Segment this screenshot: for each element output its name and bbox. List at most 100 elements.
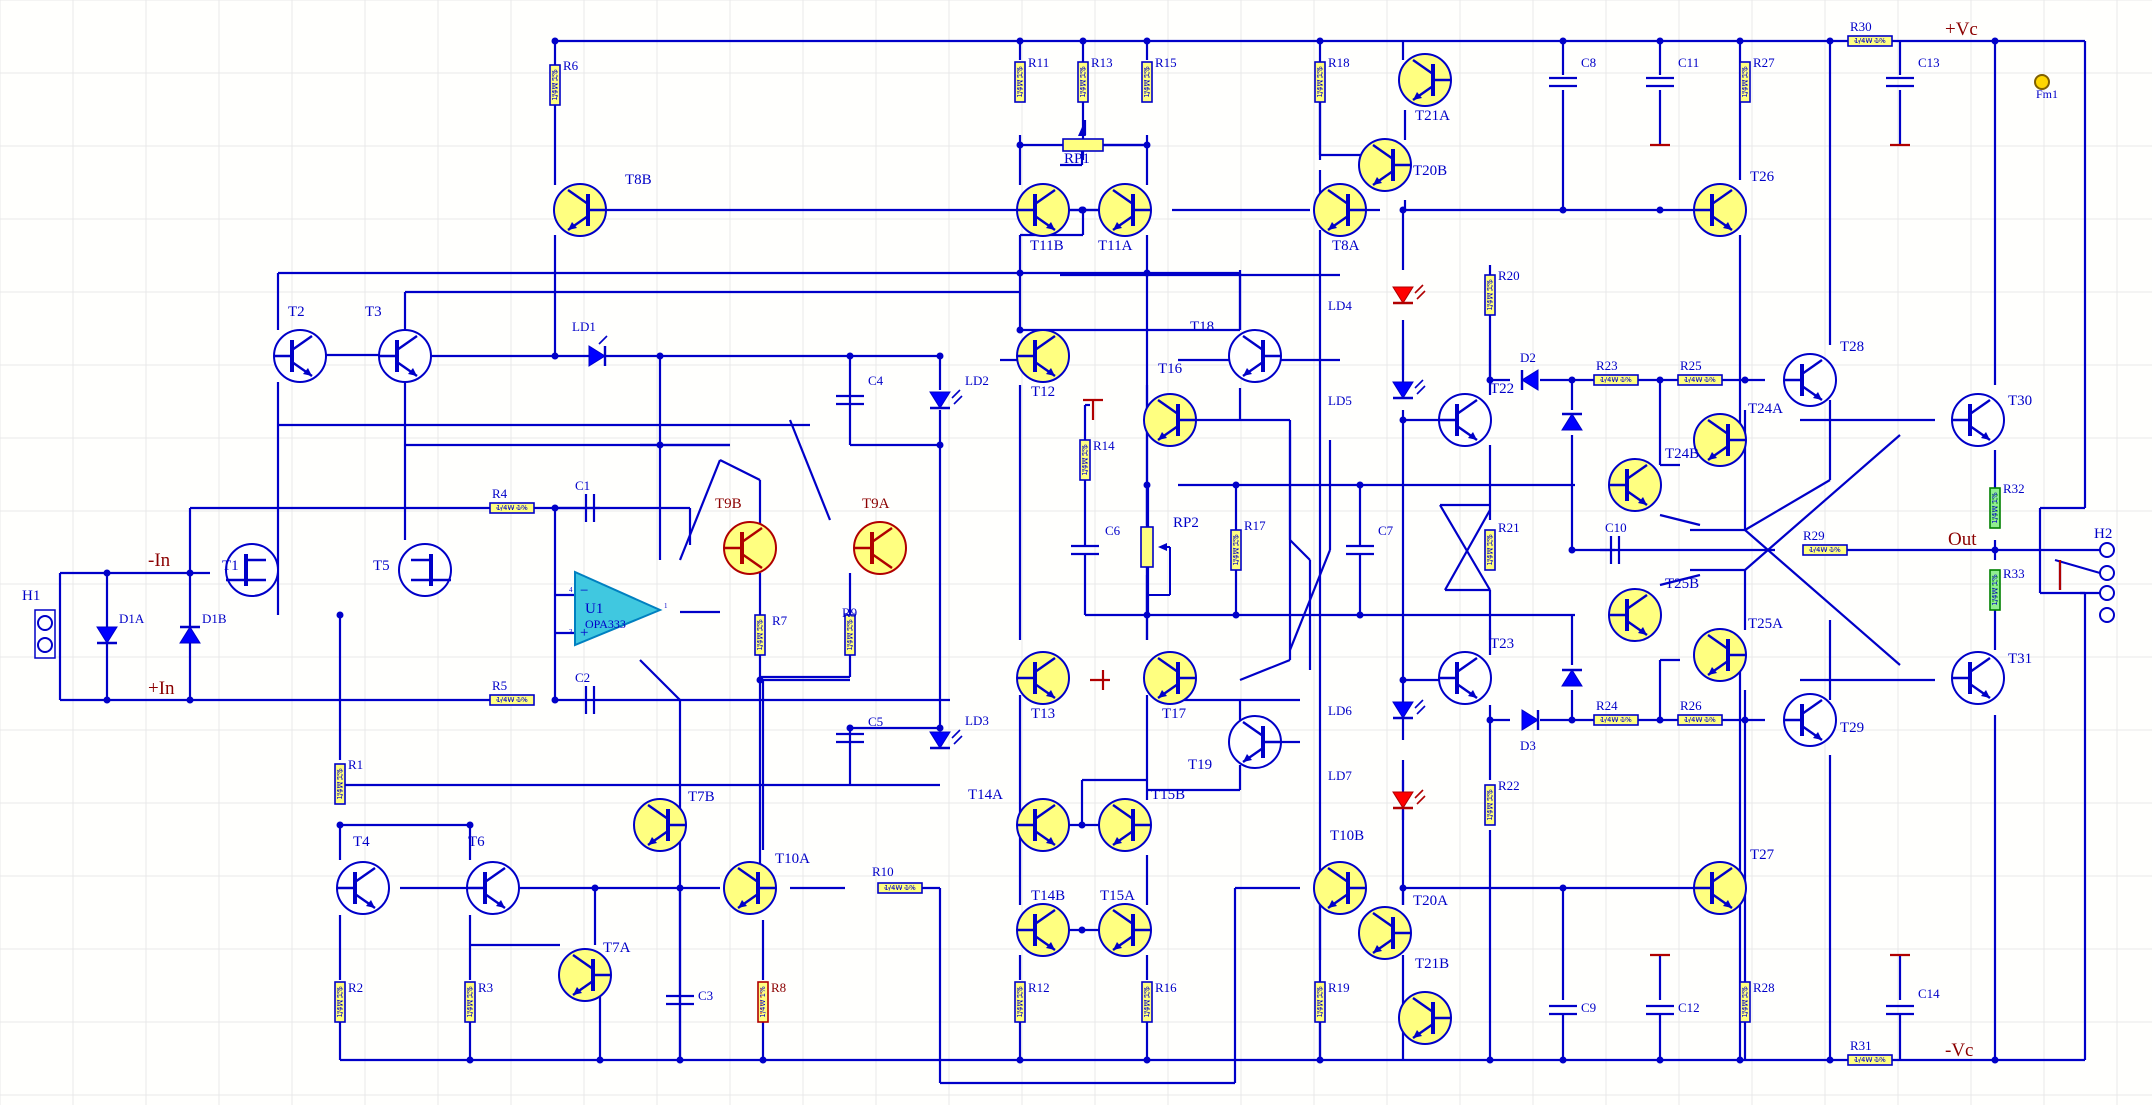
- resistor-value-r15: 1/4W 1%: [1143, 66, 1151, 98]
- junction-dot: [1486, 716, 1494, 724]
- transistor-t17: T17: [1142, 650, 1198, 722]
- capacitor-label-c13: C13: [1918, 55, 1940, 70]
- resistor-r2: R21/4W 1%: [334, 980, 363, 1023]
- transistor-label-t24b: T24B: [1665, 446, 1699, 462]
- resistor-label-r31: R31: [1850, 1038, 1872, 1053]
- resistor-label-r6: R6: [563, 58, 579, 73]
- junction-dot: [186, 569, 194, 577]
- resistor-r4: R41/4W 1%: [489, 486, 535, 514]
- transistor-t20a: T20A: [1357, 893, 1448, 961]
- resistor-label-r28: R28: [1753, 980, 1775, 995]
- transistor-label-t4: T4: [353, 834, 370, 850]
- transistor-t21a: T21A: [1397, 52, 1453, 124]
- transistor-t8b: T8B: [552, 172, 652, 238]
- resistor-value-r24: 1/4W 1%: [1600, 716, 1632, 724]
- junction-dot: [1559, 1056, 1567, 1064]
- resistor-label-r3: R3: [478, 980, 493, 995]
- junction-dot: [1078, 926, 1086, 934]
- transistor-label-t7b: T7B: [688, 789, 715, 805]
- resistor-label-r19: R19: [1328, 980, 1350, 995]
- transistor-label-t12: T12: [1031, 384, 1055, 400]
- transistor-label-t8b: T8B: [625, 172, 652, 188]
- junction-dot: [1143, 37, 1151, 45]
- resistor-value-r21: 1/4W 1%: [1486, 534, 1494, 566]
- junction-dot: [936, 441, 944, 449]
- junction-dot: [1016, 37, 1024, 45]
- junction-dot: [656, 441, 664, 449]
- junction-dot: [1656, 716, 1664, 724]
- diode-d3-vertical: [1560, 668, 1584, 688]
- capacitor-label-c4: C4: [868, 373, 884, 388]
- transistor-t5: T5: [373, 542, 453, 598]
- resistor-label-r17: R17: [1244, 518, 1266, 533]
- transistor-label-t11a: T11A: [1098, 238, 1133, 254]
- transistor-t23: T23: [1437, 636, 1514, 706]
- transistor-label-t20b: T20B: [1413, 163, 1447, 179]
- transistor-t10b: T10B: [1312, 828, 1368, 916]
- resistor-value-r33: 1/4W 1%: [1991, 574, 1999, 606]
- led-ld4-label: LD4: [1328, 298, 1352, 313]
- junction-dot: [551, 696, 559, 704]
- resistor-value-r6: 1/4W 1%: [551, 69, 559, 101]
- transistor-label-t14a: T14A: [968, 787, 1003, 803]
- capacitor-c12: C12: [1644, 1000, 1700, 1016]
- diode-d2-vertical: [1560, 412, 1584, 432]
- transistor-t2: T2: [272, 304, 328, 384]
- capacitor-c14: C14: [1884, 986, 1940, 1016]
- transistor-t15a: T15A: [1097, 888, 1153, 958]
- resistor-value-r8: 1/4W 1%: [759, 986, 767, 1018]
- transistor-t9a: T9A: [852, 496, 908, 576]
- resistor-label-r16: R16: [1155, 980, 1177, 995]
- junction-dot: [656, 352, 664, 360]
- resistor-value-r25: 1/4W 1%: [1684, 376, 1716, 384]
- led-ld1: LD1: [572, 319, 609, 368]
- resistor-label-r13: R13: [1091, 55, 1113, 70]
- resistor-label-r23: R23: [1596, 358, 1618, 373]
- resistor-label-r26: R26: [1680, 698, 1702, 713]
- transistor-label-t28: T28: [1840, 339, 1864, 355]
- reference-stubs: [1083, 143, 2062, 957]
- led-ld5-label: LD5: [1328, 393, 1352, 408]
- wiring: [58, 39, 2101, 1085]
- transistor-label-t10b: T10B: [1330, 828, 1364, 844]
- neg-rail-label: -Vc: [1945, 1040, 1973, 1061]
- led-ld3: LD3: [928, 713, 989, 750]
- resistor-label-r27: R27: [1753, 55, 1775, 70]
- resistor-label-r24: R24: [1596, 698, 1618, 713]
- junction-dot: [1316, 37, 1324, 45]
- resistor-label-r21: R21: [1498, 520, 1520, 535]
- junction-dot: [1656, 37, 1664, 45]
- capacitor-c13: C13: [1884, 55, 1940, 88]
- capacitor-label-c10: C10: [1605, 520, 1627, 535]
- transistor-label-t14b: T14B: [1031, 888, 1065, 904]
- junction-dot: [1143, 1056, 1151, 1064]
- opamp-pin-plus: +: [580, 625, 588, 641]
- resistor-r7: R71/4W 1%: [754, 613, 788, 656]
- junction-dot: [1143, 481, 1151, 489]
- transistor-label-t31: T31: [2008, 651, 2032, 667]
- diode-d2-label: D2: [1520, 350, 1536, 365]
- transistor-t29: T29: [1782, 692, 1864, 748]
- transistor-t11b: T11B: [1015, 182, 1071, 254]
- junction-dot: [846, 352, 854, 360]
- connector-h2: H2: [2094, 526, 2115, 623]
- resistor-label-r22: R22: [1498, 778, 1520, 793]
- junction-dot: [1399, 884, 1407, 892]
- opamp-part: OPA333: [585, 617, 626, 631]
- transistor-label-t24a: T24A: [1748, 401, 1783, 417]
- junction-dot: [1568, 376, 1576, 384]
- junction-dot: [1143, 269, 1151, 277]
- junction-dot: [1741, 716, 1749, 724]
- junction-dot: [1486, 376, 1494, 384]
- led-ld6: LD6: [1328, 698, 1427, 720]
- diode-d1b-label: D1B: [202, 611, 227, 626]
- junction-dot: [1399, 416, 1407, 424]
- capacitor-c1: C1: [575, 478, 596, 524]
